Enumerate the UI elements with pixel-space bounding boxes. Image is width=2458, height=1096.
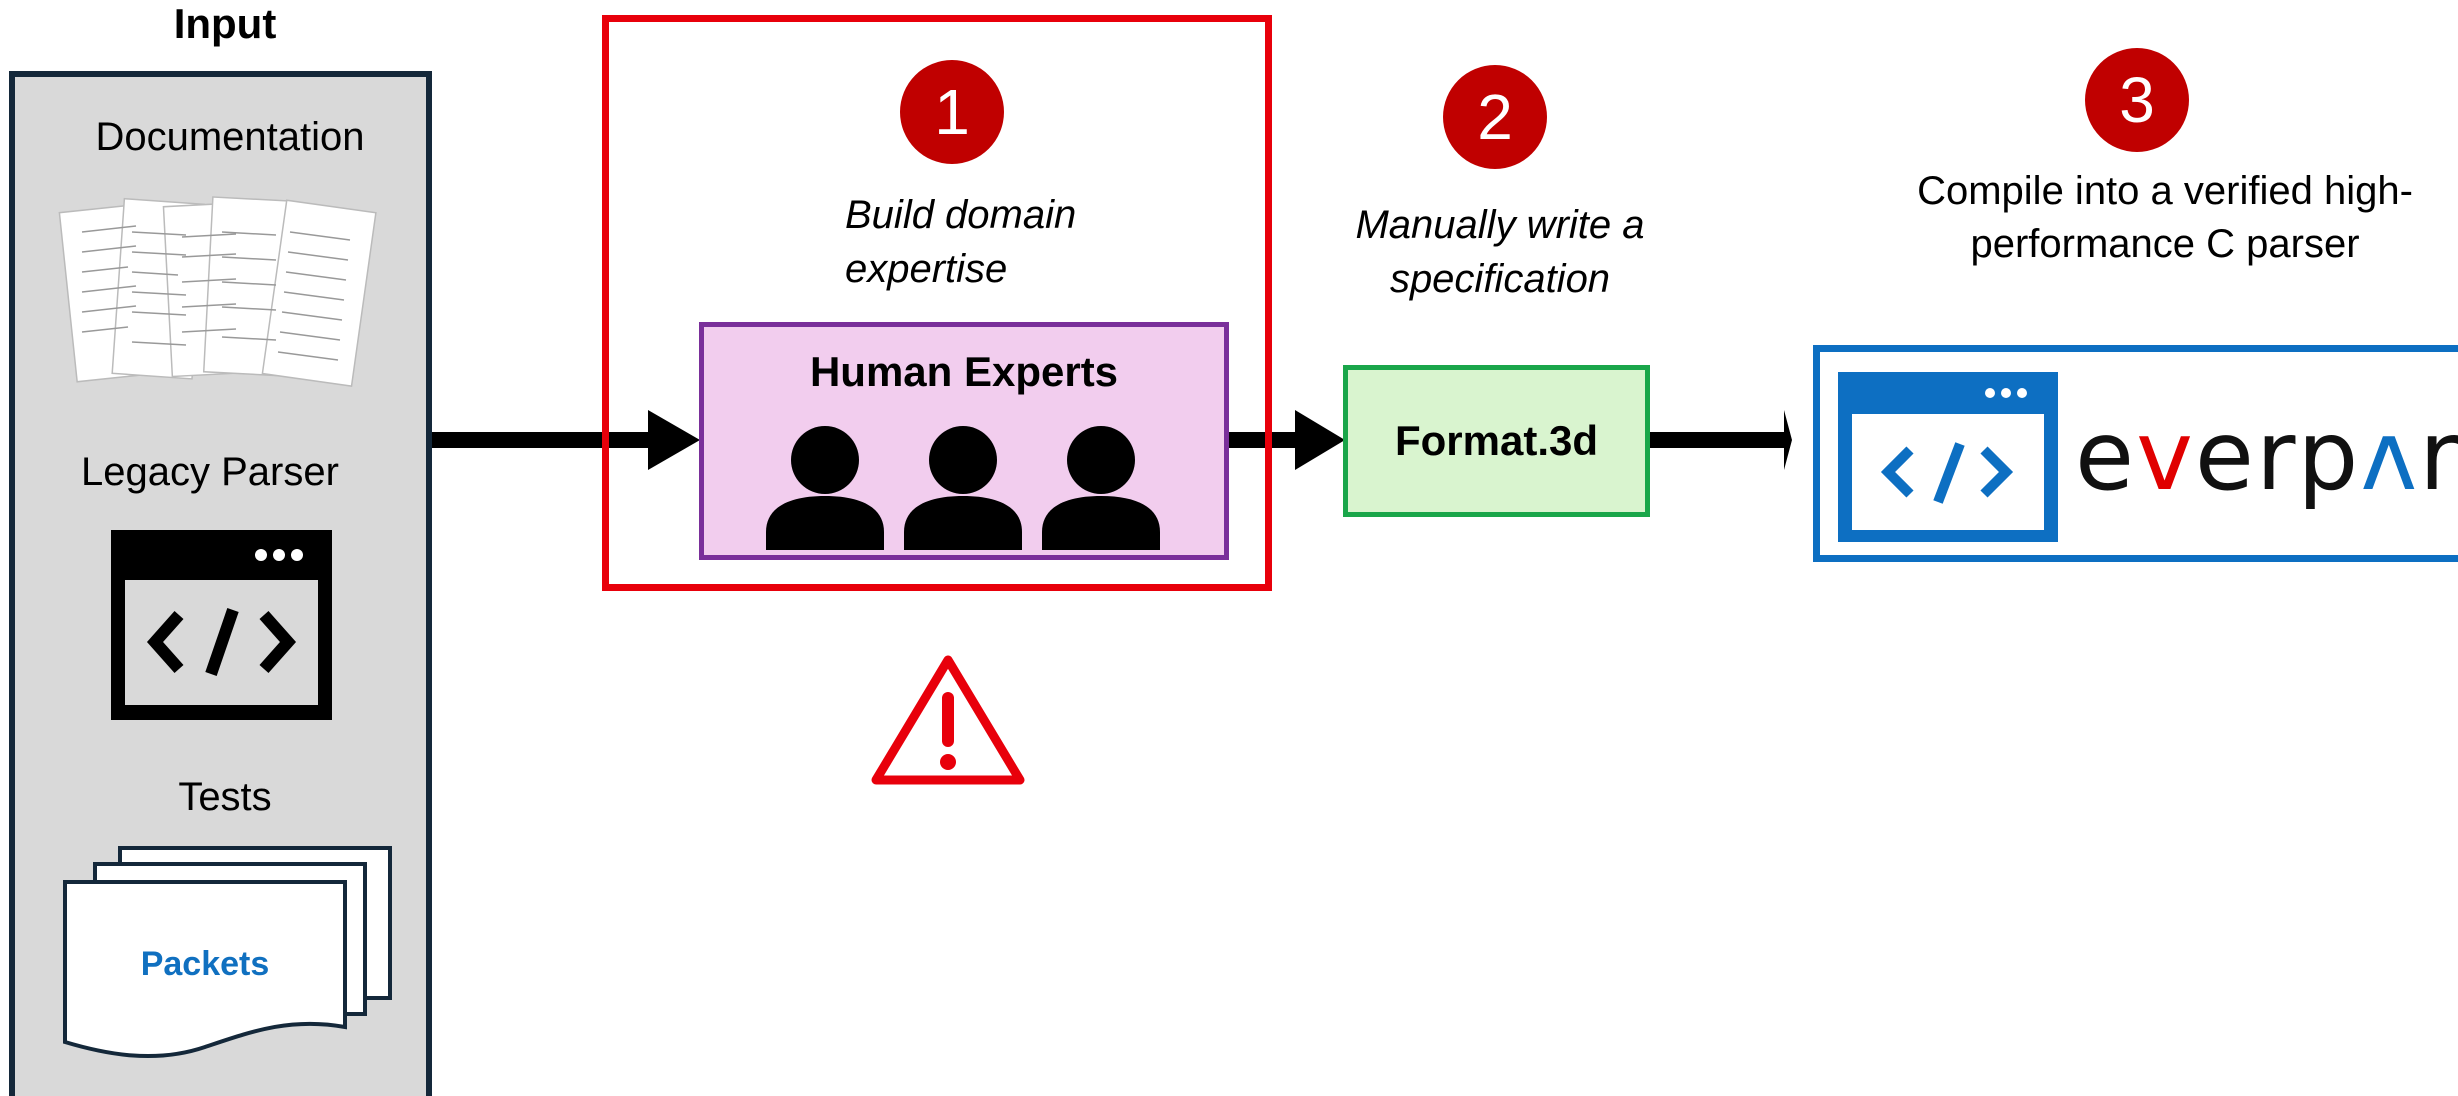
document-stack-icon — [58, 196, 377, 387]
step-2-badge: 2 — [1443, 65, 1547, 169]
step-3-badge: 3 — [2085, 48, 2189, 152]
human-experts-title: Human Experts — [809, 348, 1119, 395]
packets-label: Packets — [140, 945, 270, 983]
packets-stack-icon — [63, 846, 392, 1059]
everparse-logo-text: everpʌrse — [2075, 400, 2458, 512]
tests-label: Tests — [178, 775, 272, 819]
step-1-badge: 1 — [900, 60, 1004, 164]
step-3-text: Compile into a verified high-performance… — [1917, 169, 2413, 266]
arrow-input-to-experts — [432, 410, 700, 470]
step-2-text: Manually write a specification — [1355, 203, 1645, 301]
people-group — [766, 426, 1160, 550]
code-window-icon — [1838, 372, 2058, 542]
step-1-text: Build domain expertise — [845, 193, 1077, 291]
person-icon — [904, 426, 1022, 550]
warning-triangle-icon — [871, 655, 1025, 785]
input-title: Input — [173, 0, 277, 47]
format-3d-label: Format.3d — [1394, 417, 1599, 464]
documentation-label: Documentation — [95, 115, 365, 159]
arrow-format-to-everparse — [1650, 410, 1792, 470]
person-icon — [766, 426, 884, 550]
manual-step-frame — [602, 15, 1272, 591]
format-3d-box: Format.3d — [1343, 365, 1650, 517]
code-window-icon — [111, 530, 332, 720]
person-icon — [1042, 426, 1160, 550]
arrow-experts-to-format — [1229, 410, 1345, 470]
legacy-parser-label: Legacy Parser — [81, 450, 339, 494]
